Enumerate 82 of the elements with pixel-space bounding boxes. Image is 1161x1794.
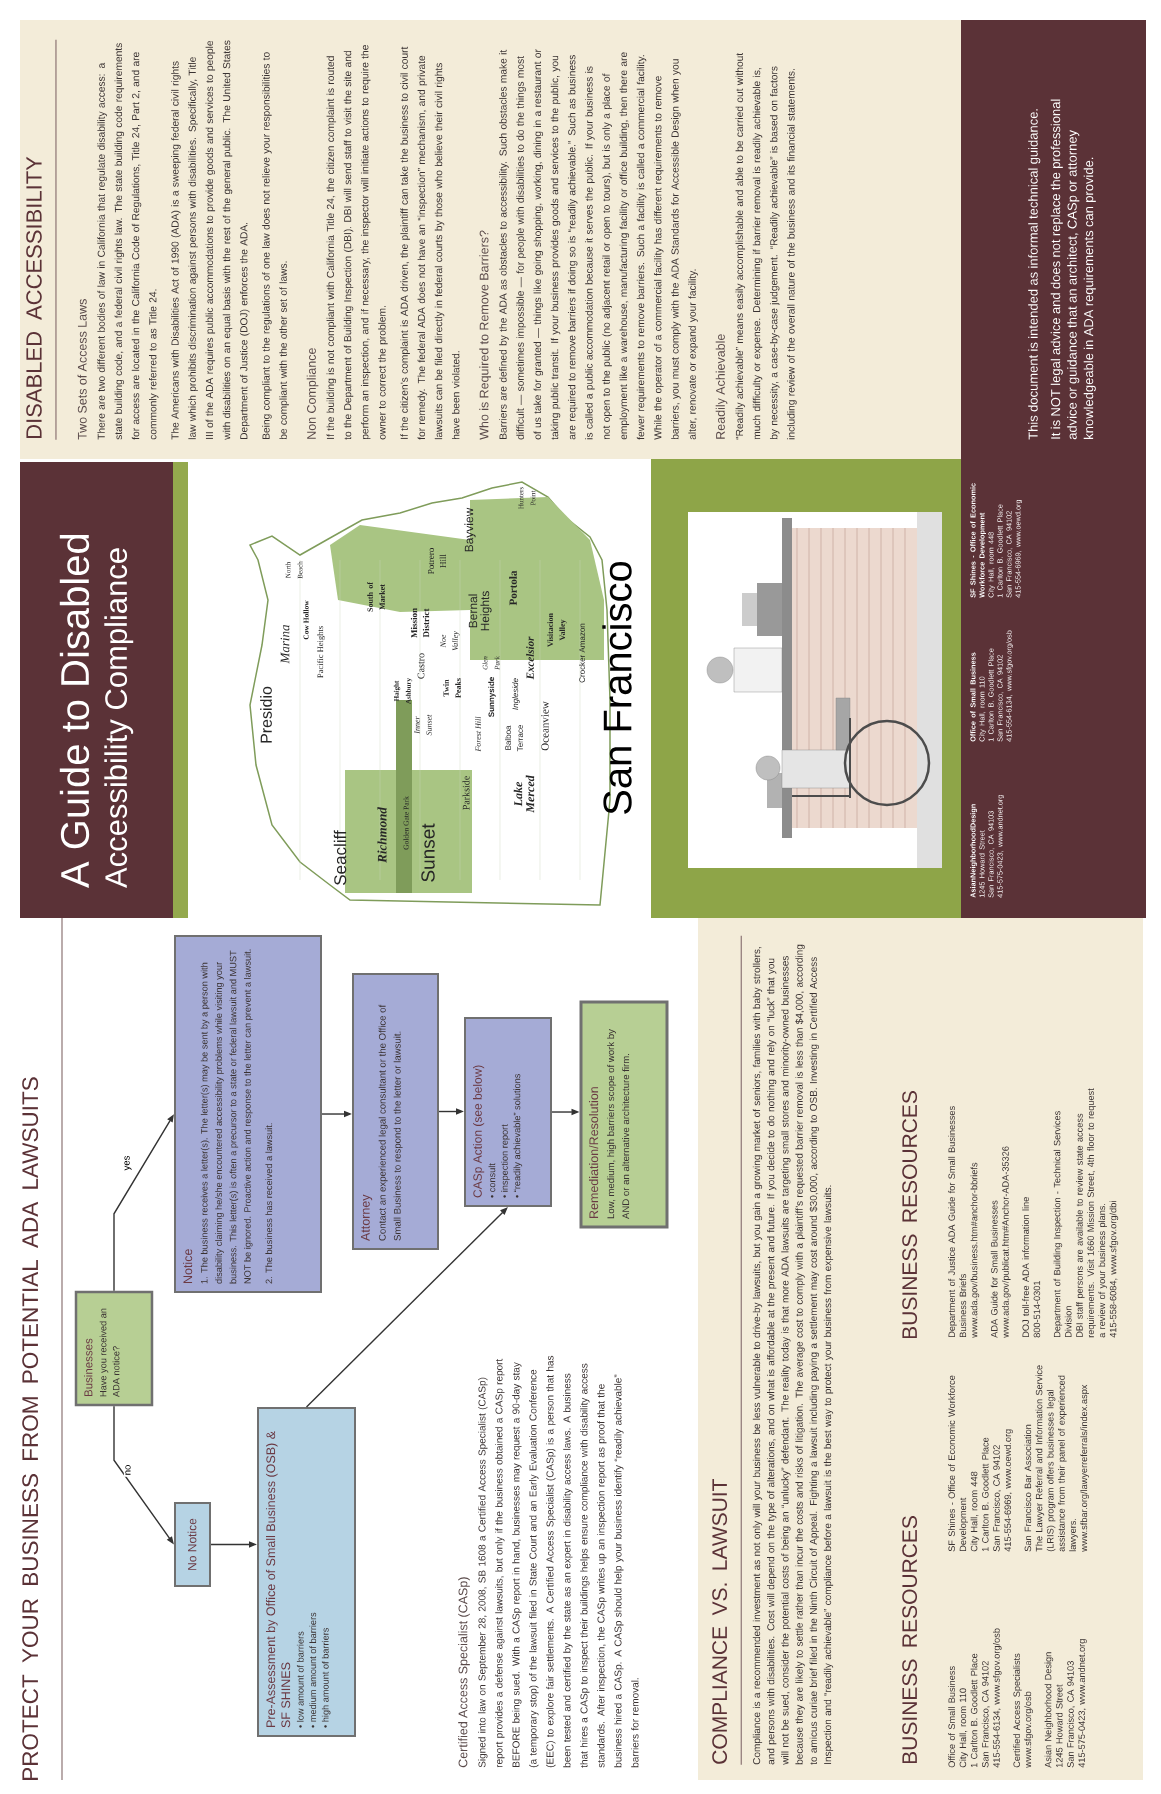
paragraph: If the building is not compliant with California Title 24, the citizen complaint is routed to the Department of Building Inspection (DBI). DBI will send staff to visit the site and perform an inspection, and if necessary, the inspector will initiate actions to require the owner to correct the problem. <box>326 45 388 440</box>
map-label: Sunset <box>421 823 435 882</box>
subheading: Two Sets of Access Laws <box>77 299 87 440</box>
node-label: Office of Small Business <box>948 1666 955 1768</box>
paragraph: Signed into law on September 28, 2008, SB 1608 a Certified Access Specialist (CASp) report provides a defense against lawsuits, but only if the business obtained a CASp report BEFORE being sued. With a CASp report in hand, businesses may request a 90-day stay (a temporary stop) of the lawsuit filed in State Court and an Early Evaluation Conference (EEC) to explore fair settlements. A Certified Access Specialist (CASp) is a person that has been tested and certified by the state as an expert in disability access laws. A business that hires a CASp to inspect their buildings helps ensure compliance with disability access standards. After inspection, the CASp writes up an inspection report as proof that the business hired a CASp. A CASp should help your business identify “readily achievable” barriers for removal. <box>478 1355 639 1768</box>
node-label: City Hall, room 110 <box>959 1688 968 1768</box>
resource-text: DOJ toll-free ADA information line 800-514-0301 <box>1022 1197 1041 1338</box>
question-box: Businesses Have you received an ADA notice? <box>74 1290 154 1407</box>
node-label: Asian Neighborhood Design <box>1044 1652 1054 1768</box>
subheading: Non Compliance <box>306 348 319 439</box>
process-box: CASp Action (see below) • consult • inspection report • “readily achievable” solutions <box>464 1017 552 1207</box>
map-label: Inner Sunset <box>414 714 432 736</box>
map-label: Noe Valley <box>440 631 460 651</box>
map-label: Visitacion Valley <box>547 613 567 647</box>
map-label: Richmond <box>377 807 387 863</box>
edge-label: no <box>123 1463 133 1477</box>
map-label: Bernal Heights <box>468 591 492 631</box>
map-label: Portola <box>509 570 517 606</box>
resource-text: Department of Building Inspection - Technical Services Division DBI staff persons are available to review state access requirements. Visit 1660 Mission Street, 4th floor to request a review of your business plans. 415-558-6084, www.sfgov.org/dbi <box>1053 1088 1119 1338</box>
paragraph: Barriers are defined by the ADA as obstacles to accessibility. Such obstacles make it difficult — sometimes impossible — for people with disabilities to do the things most of us take for granted — things like going shopping, working, dining in a restaurant or taking public transit. If your business provides goods and services to the public, you are required to remove barriers if doing so is “readily achievable.” Such as business is called a public accommodation because it serves the public. If your business is not open to the public (no adjacent retail or open to tours), but is only a place of employment like a warehouse, manufacturing facility or office building, then there are fewer requirements to remove barriers. Such a facility is called a commercial facility. While the operator of a commercial facility has different requirements to remove barriers, you must comply with the ADA Standards for Accessible Design when you alter, renovate or expand your facility. <box>499 49 698 440</box>
section-heading: DISABLED ACCESSIBILITY <box>26 156 42 438</box>
map-label: Potrero Hill <box>428 548 446 574</box>
node-label: San Francisco, CA 94102 <box>993 1445 1001 1552</box>
section-heading: BUSINESS RESOURCES <box>902 1091 918 1339</box>
map-label: Bayview <box>464 507 476 552</box>
title-banner: A Guide to Disabled Accessibility Compliance <box>20 462 173 918</box>
subheading: Who is Required to Remove Barriers? <box>479 230 491 440</box>
node-label: SF Shines - Office of Economic Workforce Development <box>948 1375 968 1552</box>
process-box: Pre-Assessment by Office of Small Business (OSB) & SF SHINES • low amount of barriers • medium amount of barriers • high amount of barriers <box>257 1407 356 1737</box>
map-label: Presidio <box>260 686 272 743</box>
resource-text: Certified Access Specialists www.sfgov.org/osb <box>1013 1653 1033 1768</box>
map-label: Crocker Amazon <box>579 623 585 683</box>
paragraph: “Readily achievable” means easily accomplishable and able to be carried out without much difficulty or expense. Determining if barrier removal is readily achievable is, by necessity, a case-by-case judgement. “Readily achievable” is based on factors including review of the overall nature of the business and its financial statements. <box>735 52 797 440</box>
node-label: 415-554-6134, www.sfgov.org/osb <box>993 1628 1002 1768</box>
map-label: Castro <box>417 653 425 679</box>
subheading: Readily Achievable <box>715 334 728 439</box>
node-label: 415-554-6969, www.oewd.org <box>1004 1429 1013 1552</box>
map-label: Oceanview <box>541 701 549 751</box>
node-label: San Francisco, CA 94103 <box>1067 1661 1075 1768</box>
disclaimer-text: This document is intended as informal technical guidance. <box>1028 109 1041 440</box>
map-label: Sunnyside <box>488 677 496 717</box>
paragraph: The Americans with Disabilities Act of 1990 (ADA) is a sweeping federal civil rights law which prohibits discrimination against persons with disabilities. Specifically, Title III of the ADA requires public accommodations to provide goods and services to people with disabilities on an equal basis with the rest of the general public. The United States Department of Justice (DOJ) enforces the ADA. <box>171 40 250 440</box>
map-label: Mission District <box>410 608 430 638</box>
subheading: Certified Access Specialist (CASp) <box>458 1577 470 1768</box>
disclaimer-text: It is NOT legal advice and does not replace the professional advice or guidance that an architect, CASp or attorney knowledgeable in ADA requirements can provide. <box>1050 99 1096 440</box>
process-box: Remediation/Resolution Low, medium, high barriers scope of work by AND or an alternative architecture firm. <box>579 1000 669 1229</box>
map-label: Balboa Terrace <box>505 725 523 752</box>
map-label: Lake Merced <box>513 775 535 813</box>
node-label: 415-575-0423, www.andnet.org <box>1078 1639 1087 1768</box>
map-label: Ingleside <box>512 678 520 710</box>
resource-text: San Francisco Bar Association The Lawyer Referral and Information Service (LRIS) program offers businesses legal assistance from their panel of experienced lawyers. www.sfbar.org/lawyerreferrals/index.aspx <box>1024 1365 1089 1552</box>
section-heading: COMPLIANCE VS. LAWSUIT <box>712 1479 728 1764</box>
process-box: Notice 1. The business receives a letter(s). The letter(s) may be sent by a person with disability claiming he/she encountered accessibility problems while visiting your business. This letter(s) is often a precursor to a state or federal lawsuit and MUST NOT be ignored. Proactive action and response to the letter can prevent a lawsuit. 2. The business has received a lawsuit. <box>174 935 322 1293</box>
map-label: Parkside <box>462 776 470 810</box>
resource-text: Asian Neighborhood Design 1245 Howard Street San Francisco, CA 94103 415-575-0423, www.andnet.org <box>1044 1639 1087 1768</box>
resource-text: Office of Small Business City Hall, room 110 1 Carlton B. Goodlett Place San Francisco, CA 94102 415-554-6134, www.sfgov.org/osb <box>948 1628 1002 1768</box>
paragraph: Compliance is a recommended investment as not only will your business be less vulnerable to drive-by lawsuits, but you gain a growing market of seniors, families with baby strollers, and persons with disabilities. Cost will depend on the type of alterations, and on what is affordable at the present and future. If you decide to do nothing and rely on “luck” that you will not be sued, consider the potential costs of being an “unlucky” defendant. The reality today is that more ADA lawsuits are targeting small stores and minority-owned businesses because they are likely to settle rather than incur the costs and risks of litigation. The average cost to comply with a plaintiff’s requested barrier removal is less than $4,000, according to amicus curiae brief filed in the Ninth Circuit of Appeal. Fighting a lawsuit including paying a settlement may cost around $30,000, according to OSB. Investing in Certified Access Inspection and “readily achievable” compliance before a lawsuit is the best way to protect your business from expensive lawsuits. <box>752 944 834 1765</box>
resource-text: Department of Justice ADA Guide for Small Businesses Business Briefs www.ada.gov/business.htm#anchor-bbriefs <box>948 1106 980 1338</box>
process-box: Attorney Contact an experienced legal consultant or the Office of Small Business to respond to the letter or lawsuit. <box>352 973 439 1250</box>
resource-text: SF Shines - Office of Economic Workforce Development City Hall, room 448 1 Carlton B. Goodlett Place San Francisco, CA 94102 415-554-6969, www.oewd.org <box>948 1375 1013 1552</box>
map-label: Marina <box>280 625 290 664</box>
section-heading: BUSINESS RESOURCES <box>902 1516 918 1764</box>
node-label: 1 Carlton B. Goodlett Place <box>970 1653 978 1768</box>
map-label: Pacific Heights <box>317 626 325 678</box>
edge-label: yes <box>122 1154 134 1172</box>
node-label: City Hall, room 448 <box>970 1471 980 1552</box>
process-box: No Notice <box>174 1502 211 1587</box>
map-label: Forest Hill <box>475 716 481 752</box>
resource-text: ADA Guide for Small Businesses www.ada.gov/publicat.htm#Anchor-ADA-35326 <box>990 1146 1011 1338</box>
page-heading: PROTECT YOUR BUSINESS FROM POTENTIAL ADA LAWSUITS <box>22 1077 39 1780</box>
paragraph: Being compliant to the regulations of one law does not relieve your responsibilities to be compliant with the other set of laws. <box>262 52 289 440</box>
map-label: South of Market <box>367 581 385 612</box>
node-label: San Francisco, CA 94102 <box>981 1661 990 1768</box>
paragraph: There are two different bodies of law in California that regulate disability access: a state building code, and a federal civil rights law. The state building code requirements for access are located in the California Code of Regulations, Title 24, Part 2, and are commonly referred to as Title 24. <box>97 43 159 440</box>
node-label: 1245 Howard Street <box>1055 1684 1063 1768</box>
map-title: San Francisco <box>602 561 632 815</box>
map-label: Seacliff <box>333 830 347 885</box>
paragraph: If the citizen’s complaint is ADA driven, the plaintiff can take the business to civil court for remedy. The federal ADA does not have an “inspection” mechanism, and private lawsuits can be filed directly in federal courts by those who believe their civil rights have been violated. <box>400 46 460 440</box>
arrow <box>305 1207 508 1408</box>
node-label: 1 Carlton B. Goodlett Place <box>981 1437 989 1552</box>
map-label: Twin Peaks <box>443 678 461 698</box>
map-label: Excelsior <box>526 636 534 680</box>
